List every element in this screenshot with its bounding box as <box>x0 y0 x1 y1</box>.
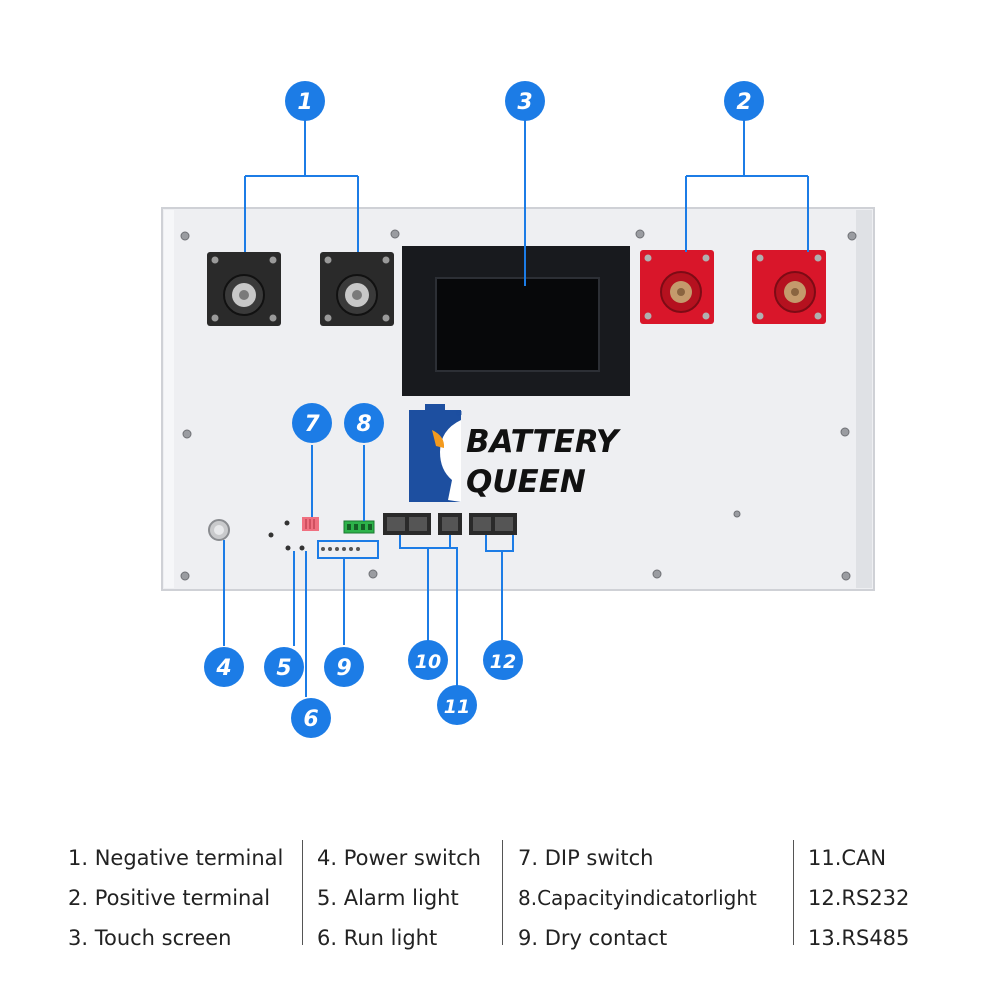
legend-item: 12.RS232 <box>808 886 910 910</box>
svg-text:10: 10 <box>415 651 441 673</box>
callout-2: 2 <box>724 81 764 121</box>
svg-text:5: 5 <box>276 656 291 681</box>
legend-column-1: 1. Negative terminal 2. Positive termina… <box>68 838 283 958</box>
legend-column-2: 4. Power switch 5. Alarm light 6. Run li… <box>317 838 481 958</box>
leader-lines <box>223 120 809 697</box>
svg-text:11: 11 <box>444 696 470 718</box>
callout-5: 5 <box>264 647 304 687</box>
indicator-lights <box>268 520 305 551</box>
svg-text:7: 7 <box>304 412 320 437</box>
callout-4: 4 <box>204 647 244 687</box>
callout-12: 12 <box>483 640 523 680</box>
dry-contact-bracket <box>317 540 379 559</box>
legend-column-3: 7. DIP switch 8.Capacityindicatorlight 9… <box>518 838 757 958</box>
brand-line1: BATTERY <box>466 424 622 460</box>
capacity-indicator-light <box>343 520 375 534</box>
rj45-port-pair-left <box>383 513 431 535</box>
brand-logo: BATTERY QUEEN ® <box>409 404 622 502</box>
legend-column-4: 11.CAN 12.RS232 13.RS485 <box>808 838 909 958</box>
rj45-port-pair-right <box>469 513 517 535</box>
legend-item: 4. Power switch <box>317 846 481 870</box>
callout-11: 11 <box>437 685 477 725</box>
legend-item: 8.Capacityindicatorlight <box>518 886 757 910</box>
registered-mark: ® <box>455 409 463 418</box>
touch-screen <box>402 246 630 396</box>
callout-10: 10 <box>408 640 448 680</box>
legend-divider <box>502 840 503 945</box>
legend-item: 11.CAN <box>808 846 887 870</box>
legend: 1. Negative terminal 2. Positive termina… <box>0 830 1000 960</box>
power-switch <box>208 519 230 541</box>
positive-terminal-2 <box>752 250 826 324</box>
legend-item: 3. Touch screen <box>68 926 232 950</box>
svg-text:12: 12 <box>490 651 516 673</box>
svg-text:1: 1 <box>297 90 312 115</box>
negative-terminal-1 <box>207 252 281 326</box>
legend-item: 13.RS485 <box>808 926 910 950</box>
legend-item: 2. Positive terminal <box>68 886 271 910</box>
brand-line2: QUEEN <box>466 464 586 500</box>
positive-terminal-1 <box>640 250 714 324</box>
port-single-middle <box>438 513 462 535</box>
callout-9: 9 <box>324 647 364 687</box>
callout-8: 8 <box>344 403 384 443</box>
callout-1: 1 <box>285 81 325 121</box>
dip-switch <box>302 517 319 531</box>
legend-item: 1. Negative terminal <box>68 846 284 870</box>
legend-divider <box>302 840 303 945</box>
svg-text:9: 9 <box>336 656 351 681</box>
battery-queen-logo-icon <box>409 404 461 502</box>
legend-item: 5. Alarm light <box>317 886 459 910</box>
legend-item: 7. DIP switch <box>518 846 654 870</box>
legend-divider <box>793 840 794 945</box>
legend-item: 9. Dry contact <box>518 926 668 950</box>
svg-text:6: 6 <box>303 707 318 732</box>
panel-screws <box>180 229 857 581</box>
svg-text:8: 8 <box>356 412 371 437</box>
callout-badges: 1 2 3 4 5 6 7 8 9 10 11 12 <box>204 81 764 738</box>
svg-text:3: 3 <box>517 90 532 115</box>
callout-3: 3 <box>505 81 545 121</box>
negative-terminal-2 <box>320 252 394 326</box>
svg-text:4: 4 <box>215 656 231 681</box>
callout-6: 6 <box>291 698 331 738</box>
svg-text:2: 2 <box>736 90 751 115</box>
callout-7: 7 <box>292 403 332 443</box>
legend-item: 6. Run light <box>317 926 438 950</box>
dry-contact <box>321 547 360 551</box>
